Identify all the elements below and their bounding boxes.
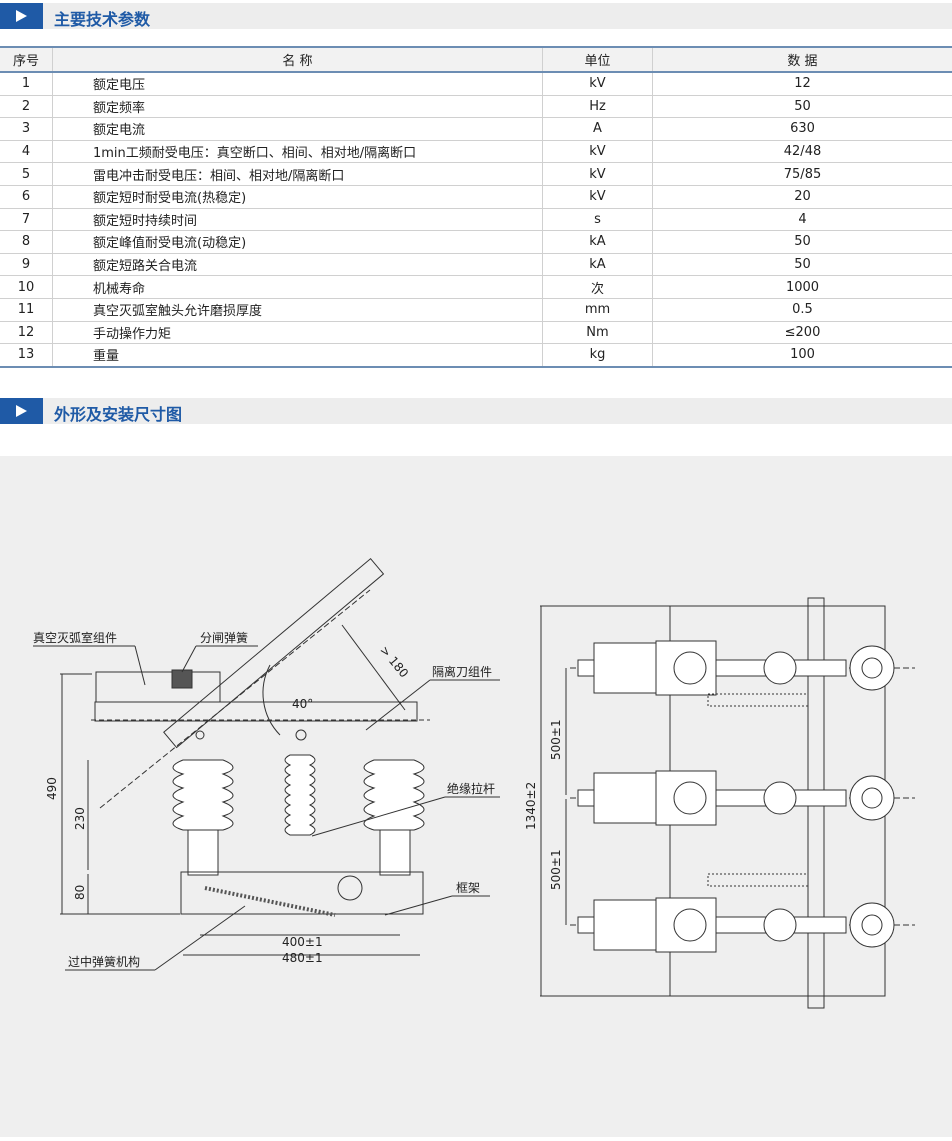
cell-value: ≤200 (653, 321, 952, 344)
dim-500-upper: 500±1 (549, 719, 563, 760)
label-isolator-blade: 隔离刀组件 (432, 664, 492, 679)
cell-value: 50 (653, 253, 952, 276)
cell-name: 额定短路关合电流 (53, 253, 543, 276)
side-view (33, 559, 500, 970)
cell-name: 手动操作力矩 (53, 321, 543, 344)
cell-name: 额定短时耐受电流(热稳定) (53, 185, 543, 208)
cell-value: 100 (653, 344, 952, 367)
cell-value: 50 (653, 95, 952, 118)
cell-name: 1min工频耐受电压：真空断口、相间、相对地/隔离断口 (53, 140, 543, 163)
cell-value: 4 (653, 208, 952, 231)
cell-unit: kV (543, 140, 653, 163)
cell-name: 额定电压 (53, 72, 543, 95)
play-icon (0, 398, 43, 424)
cell-unit: mm (543, 298, 653, 321)
cell-index: 13 (0, 344, 53, 367)
label-opening-spring: 分闸弹簧 (200, 630, 248, 645)
dim-80: 80 (73, 885, 87, 900)
spring (708, 694, 808, 706)
cell-unit: A (543, 118, 653, 141)
cell-index: 11 (0, 298, 53, 321)
dim-1340: 1340±2 (524, 782, 538, 830)
cell-value: 20 (653, 185, 952, 208)
cell-unit: Nm (543, 321, 653, 344)
dim-gap: > 180 (377, 643, 411, 680)
cell-unit: kA (543, 253, 653, 276)
cell-value: 12 (653, 72, 952, 95)
cell-name: 雷电冲击耐受电压：相间、相对地/隔离断口 (53, 163, 543, 186)
col-value: 数 据 (653, 47, 952, 72)
cell-unit: s (543, 208, 653, 231)
label-frame: 框架 (456, 881, 480, 895)
cell-unit: Hz (543, 95, 653, 118)
cell-index: 4 (0, 140, 53, 163)
play-icon (0, 3, 43, 29)
phase-3 (570, 898, 915, 952)
spring (708, 874, 808, 886)
top-view (540, 598, 915, 1008)
dimension-drawing: 真空灭弧室组件 分闸弹簧 隔离刀组件 绝缘拉杆 框架 过中弹簧机构 40° > … (0, 456, 952, 1137)
dim-480: 480±1 (282, 951, 323, 965)
cell-value: 75/85 (653, 163, 952, 186)
col-index: 序号 (0, 47, 53, 72)
label-insulating-rod: 绝缘拉杆 (447, 781, 495, 796)
dim-400: 400±1 (282, 935, 323, 949)
label-vacuum-chamber: 真空灭弧室组件 (33, 630, 117, 645)
cell-name: 机械寿命 (53, 276, 543, 299)
cell-value: 50 (653, 231, 952, 254)
cell-index: 3 (0, 118, 53, 141)
cell-name: 重量 (53, 344, 543, 367)
cell-unit: kV (543, 163, 653, 186)
cell-index: 9 (0, 253, 53, 276)
cell-index: 5 (0, 163, 53, 186)
cell-name: 额定电流 (53, 118, 543, 141)
section-header-dims: 外形及安装尺寸图 (0, 398, 952, 424)
cell-index: 1 (0, 72, 53, 95)
col-unit: 单位 (543, 47, 653, 72)
cell-name: 额定峰值耐受电流(动稳定) (53, 231, 543, 254)
cell-value: 0.5 (653, 298, 952, 321)
cell-index: 7 (0, 208, 53, 231)
cell-name: 额定频率 (53, 95, 543, 118)
cell-name: 额定短时持续时间 (53, 208, 543, 231)
dim-angle: 40° (292, 697, 313, 711)
cell-unit: kV (543, 72, 653, 95)
dim-230: 230 (73, 807, 87, 830)
cell-index: 2 (0, 95, 53, 118)
cell-index: 6 (0, 185, 53, 208)
cell-index: 10 (0, 276, 53, 299)
phase-1 (570, 641, 915, 695)
section-header-params: 主要技术参数 (0, 3, 952, 29)
cell-unit: kV (543, 185, 653, 208)
cell-value: 42/48 (653, 140, 952, 163)
cell-index: 8 (0, 231, 53, 254)
cell-value: 630 (653, 118, 952, 141)
label-spring-mechanism: 过中弹簧机构 (68, 954, 140, 969)
cell-value: 1000 (653, 276, 952, 299)
phase-2 (570, 771, 915, 825)
cell-unit: 次 (543, 276, 653, 299)
dim-500-lower: 500±1 (549, 849, 563, 890)
cell-unit: kg (543, 344, 653, 367)
cell-index: 12 (0, 321, 53, 344)
dim-490: 490 (45, 777, 59, 800)
col-name: 名 称 (53, 47, 543, 72)
cell-unit: kA (543, 231, 653, 254)
cell-name: 真空灭弧室触头允许磨损厚度 (53, 298, 543, 321)
